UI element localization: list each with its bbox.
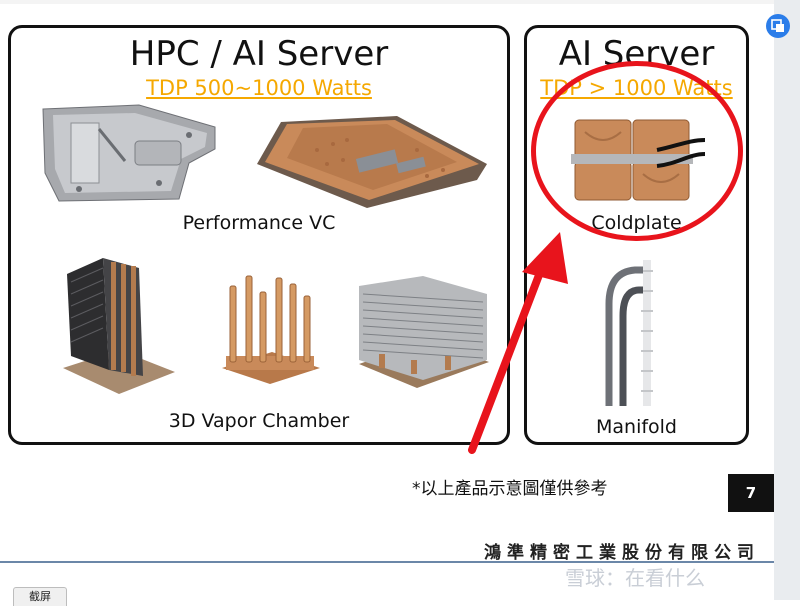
annotation-arrow — [468, 232, 568, 454]
performance-vc-image — [257, 116, 487, 208]
company-name: 鴻準精密工業股份有限公司 — [484, 543, 760, 563]
panel-title: HPC / AI Server — [129, 34, 389, 74]
top-border — [0, 0, 774, 4]
slide: HPC / AI Server TDP 500~1000 Watts — [0, 0, 774, 590]
copper-heatpipes-image — [222, 275, 320, 384]
manifold-image — [605, 260, 653, 406]
screenshot-tool-icon[interactable] — [766, 14, 790, 38]
panel-subtitle: TDP 500~1000 Watts — [146, 76, 372, 100]
viewer-sidebar — [774, 0, 800, 600]
screenshot-icon — [771, 19, 784, 32]
highlight-circle — [531, 61, 743, 241]
silver-fin-heatsink-image — [359, 276, 489, 388]
hpc-ai-server-panel: HPC / AI Server TDP 500~1000 Watts — [8, 25, 510, 445]
manifold-caption: Manifold — [595, 416, 677, 438]
footer-divider — [0, 561, 774, 563]
vapor-chamber-plate-image — [42, 104, 216, 202]
disclaimer-note: *以上產品示意圖僅供參考 — [412, 479, 608, 499]
fin-tower-heatsink-image — [63, 258, 175, 394]
page-number: 7 — [728, 474, 774, 512]
watermark: 雪球：在看什么 — [565, 566, 705, 590]
vapor-chamber-caption: 3D Vapor Chamber — [168, 410, 350, 432]
screenshot-tab[interactable]: 截屏 — [13, 587, 67, 606]
performance-vc-caption: Performance VC — [182, 212, 336, 234]
